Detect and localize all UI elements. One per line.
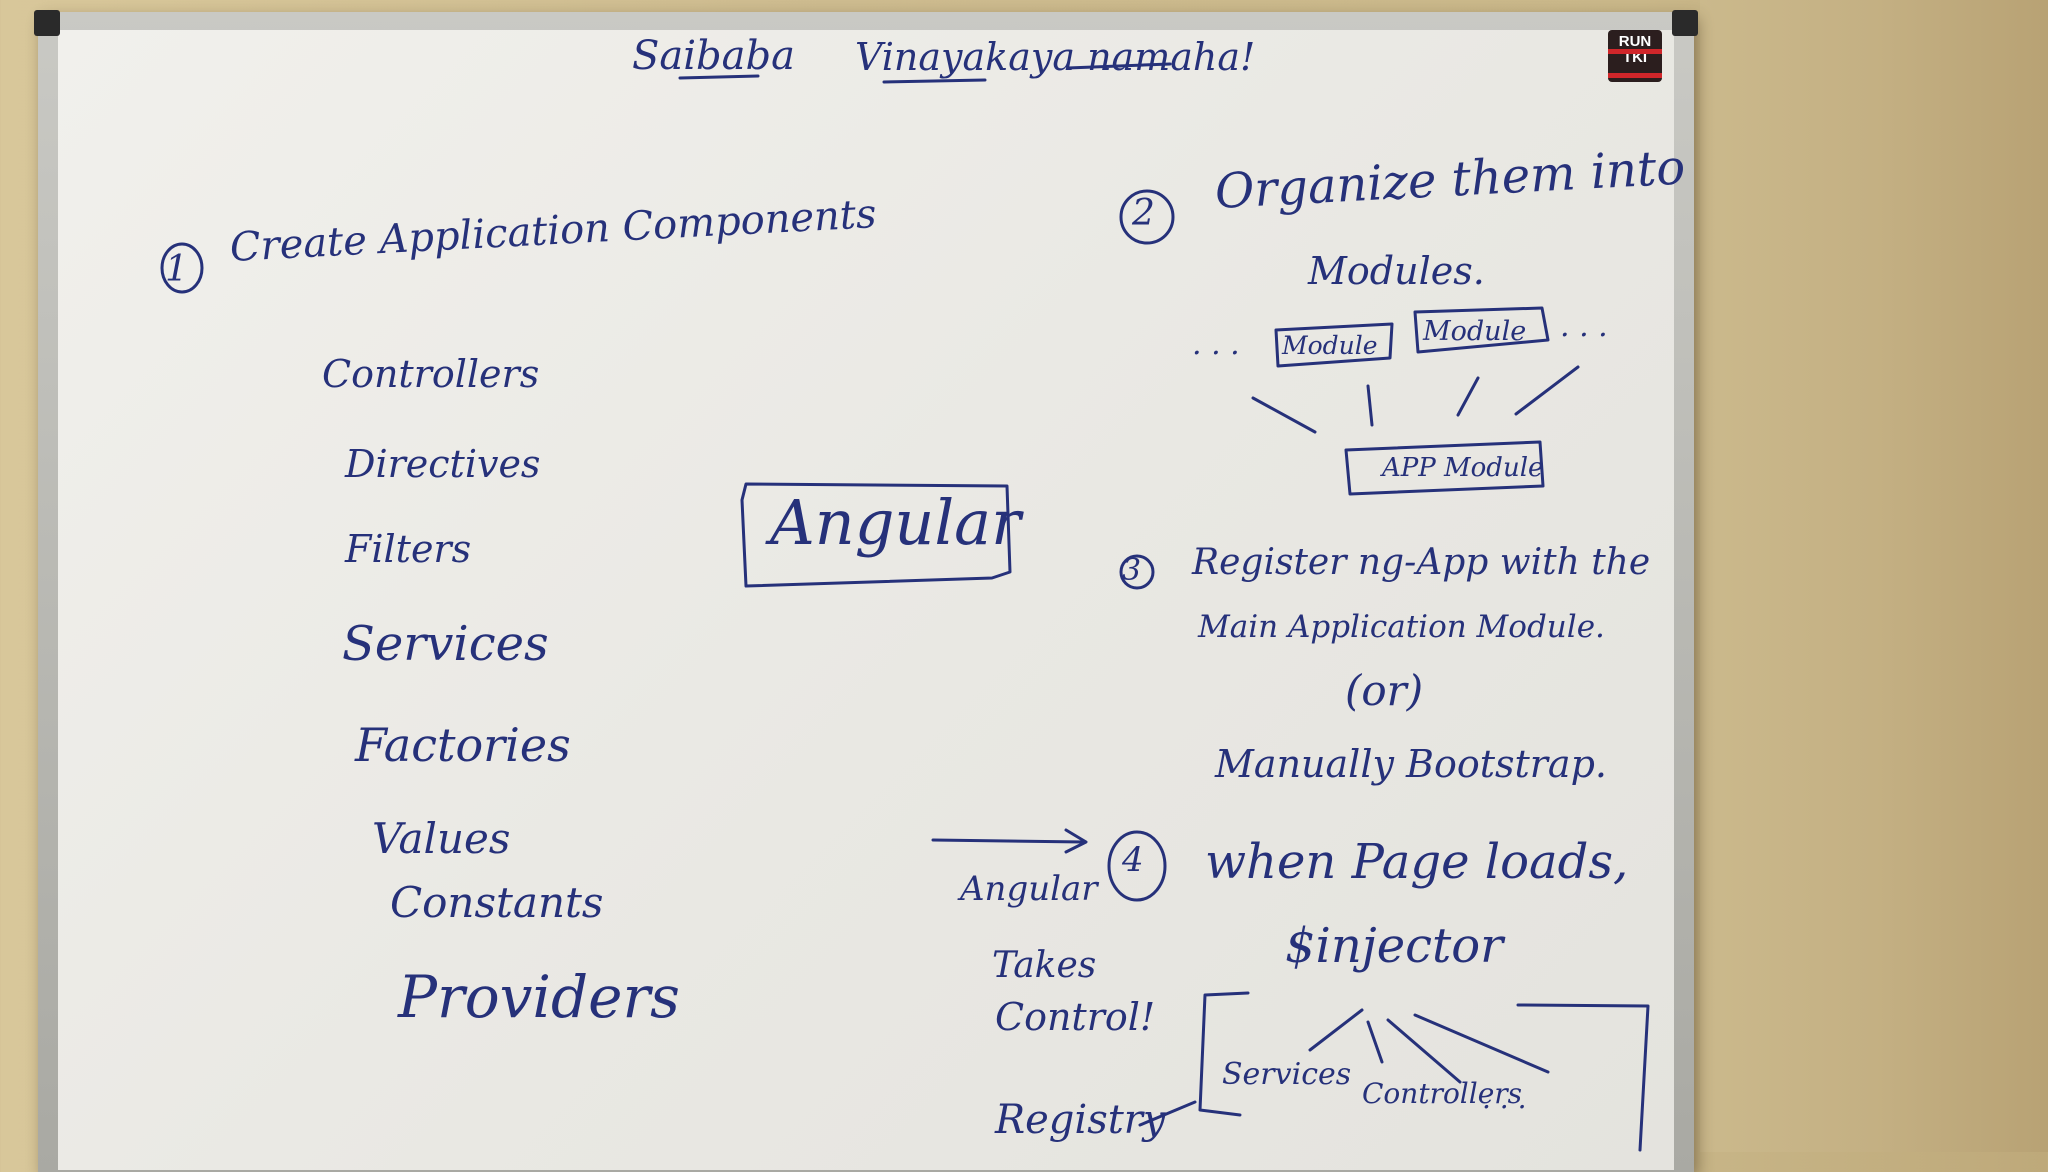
step3-line3: Manually Bootstrap. — [1215, 742, 1607, 786]
step2-number: 2 — [1132, 193, 1155, 234]
step1-number: 1 — [165, 249, 188, 290]
step3-number: 3 — [1122, 553, 1142, 588]
step3-or: (or) — [1345, 666, 1424, 715]
registry-dots: . . . — [1482, 1082, 1527, 1115]
title-right: Vinayakaya namaha! — [855, 35, 1256, 79]
title-left: Saibaba — [632, 33, 795, 79]
takes-note: Takes — [992, 945, 1097, 986]
registry-label: Registry — [995, 1097, 1166, 1143]
component-item-services: Services — [342, 616, 549, 672]
frame-corner-top-left — [34, 10, 60, 36]
module-left-label: Module — [1282, 331, 1378, 360]
controllers-label: Controllers — [1362, 1077, 1523, 1110]
step4-number: 4 — [1122, 840, 1144, 880]
logo-text-top: RUN — [1618, 33, 1652, 50]
frame-corner-top-right — [1672, 10, 1698, 36]
step3-line2: Main Application Module. — [1198, 609, 1605, 645]
module-dots-left: . . . — [1192, 327, 1240, 362]
angular-note: Angular — [960, 869, 1098, 909]
injector-label: $injector — [1285, 918, 1504, 974]
step3-line1: Register ng-App with the — [1192, 542, 1651, 583]
angular-box-label: Angular — [770, 486, 1021, 559]
component-item-values: Values — [372, 814, 511, 863]
module-dots-right: . . . — [1560, 309, 1608, 344]
whiteboard-surface — [58, 30, 1674, 1170]
component-item-filters: Filters — [345, 527, 472, 571]
control-note: Control! — [995, 995, 1156, 1039]
app-module-label: APP Module — [1382, 453, 1544, 483]
component-item-directives: Directives — [345, 442, 541, 486]
module-right-label: Module — [1423, 316, 1527, 347]
step2-heading-line2: Modules. — [1308, 249, 1485, 293]
wall-background — [1700, 0, 2048, 1152]
step4-heading: when Page loads, — [1205, 834, 1629, 890]
component-item-constants: Constants — [390, 878, 604, 927]
brand-logo: RUN TKI — [1608, 30, 1662, 82]
services-label: Services — [1222, 1057, 1352, 1092]
component-item-controllers: Controllers — [322, 352, 540, 396]
component-item-providers: Providers — [398, 963, 680, 1031]
component-item-factories: Factories — [355, 718, 571, 772]
